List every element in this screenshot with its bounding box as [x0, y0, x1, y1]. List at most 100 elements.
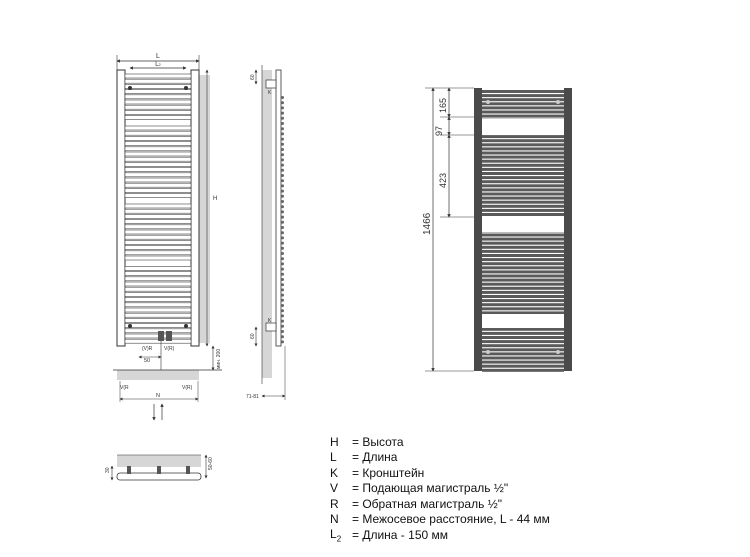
render-bar	[482, 163, 564, 167]
legend-desc: = Обратная магистраль ½"	[352, 496, 502, 511]
render-bar	[482, 331, 564, 335]
side-bump	[281, 231, 284, 235]
legend-row: H= Высота	[330, 434, 550, 450]
front-bar	[124, 292, 192, 297]
front-bar	[124, 156, 192, 162]
render-bar	[482, 233, 564, 237]
side-bump	[281, 293, 284, 297]
top-bracket-1	[127, 466, 131, 474]
front-bar	[124, 208, 192, 214]
side-bump	[281, 106, 284, 110]
render-bar	[482, 282, 564, 286]
render-bar	[482, 196, 564, 200]
dim-N-label: N	[156, 393, 160, 399]
front-bar	[124, 89, 192, 94]
front-right-stile	[190, 69, 200, 347]
front-bar	[124, 214, 192, 219]
side-bump	[281, 101, 284, 105]
dim-L-label: L	[156, 53, 160, 60]
front-bar	[124, 130, 192, 136]
side-label-bottom-k: K	[268, 318, 272, 324]
legend-row: K= Кронштейн	[330, 465, 550, 481]
side-bump	[281, 246, 284, 250]
front-bar	[124, 110, 192, 115]
render-bar	[482, 295, 564, 298]
front-bar	[124, 78, 192, 84]
front-bar	[124, 276, 192, 282]
render-left-stile	[474, 88, 482, 371]
side-bump	[281, 241, 284, 245]
render-bar	[482, 290, 564, 294]
side-bump	[281, 210, 284, 214]
front-bar	[124, 182, 192, 188]
front-bar	[124, 94, 192, 100]
render-bar	[482, 213, 564, 216]
side-label-top-num: 60	[250, 74, 256, 80]
render-gap-1	[482, 119, 564, 135]
render-bar	[482, 249, 564, 253]
render-bar	[482, 106, 564, 110]
render-bar	[482, 200, 564, 204]
front-bar	[124, 224, 192, 230]
top-rail	[116, 472, 202, 481]
render-bar	[482, 258, 564, 262]
render-bar	[482, 303, 564, 307]
side-bump	[281, 272, 284, 276]
side-bump	[281, 96, 284, 99]
render-bar	[482, 94, 564, 98]
front-bar	[124, 84, 192, 89]
render-bar	[482, 344, 564, 348]
render-bar	[482, 266, 564, 270]
front-bar	[124, 203, 192, 209]
side-bump	[281, 236, 284, 240]
legend-row: N= Межосевое расстояние, L - 44 мм	[330, 512, 550, 528]
front-bar	[124, 177, 192, 183]
label-vr-bottom-left: V(R	[120, 385, 129, 391]
side-bump	[281, 330, 284, 333]
side-bump	[281, 168, 284, 172]
legend-key: L	[330, 450, 337, 465]
render-bar	[482, 180, 564, 184]
front-bar	[124, 188, 192, 193]
floor-band	[117, 370, 199, 380]
front-mount-dot-br	[184, 324, 188, 328]
render-bar	[482, 360, 564, 364]
render-bar	[482, 311, 564, 315]
render-bar	[482, 192, 564, 196]
side-bump	[281, 324, 284, 328]
side-bracket-top	[265, 79, 277, 89]
side-label-bottom-num: 60	[250, 333, 256, 339]
legend-key: V	[330, 481, 339, 496]
label-vr-left: (V)R	[142, 346, 153, 352]
render-bar	[482, 254, 564, 257]
render-bar	[482, 151, 564, 155]
side-bump	[281, 142, 284, 146]
top-bracket-3	[186, 466, 190, 474]
legend-key: N	[330, 512, 339, 527]
front-bar	[124, 229, 192, 235]
label-vr-bottom-right: V(R)	[182, 385, 193, 391]
render-mount-dot	[486, 100, 490, 104]
front-bar	[124, 312, 192, 318]
legend-desc: = Подающая магистраль ½"	[352, 481, 509, 496]
render-right-stile	[564, 88, 572, 371]
side-bump	[281, 278, 284, 281]
legend-row: V = Подающая магистраль ½"	[330, 481, 550, 497]
front-mount-dot-bl	[128, 324, 132, 328]
render-bar	[482, 167, 564, 171]
front-bar	[124, 255, 192, 261]
dim-H-label: H	[213, 196, 217, 202]
front-bar	[124, 146, 192, 152]
render-bar	[482, 286, 564, 290]
front-bar	[124, 297, 192, 302]
side-bump	[281, 148, 284, 151]
front-bar	[124, 73, 192, 79]
front-bar	[124, 245, 192, 250]
side-bump	[281, 189, 284, 193]
side-bump	[281, 257, 284, 261]
side-bump	[281, 262, 284, 266]
render-bar	[482, 135, 564, 139]
render-bar	[482, 172, 564, 175]
